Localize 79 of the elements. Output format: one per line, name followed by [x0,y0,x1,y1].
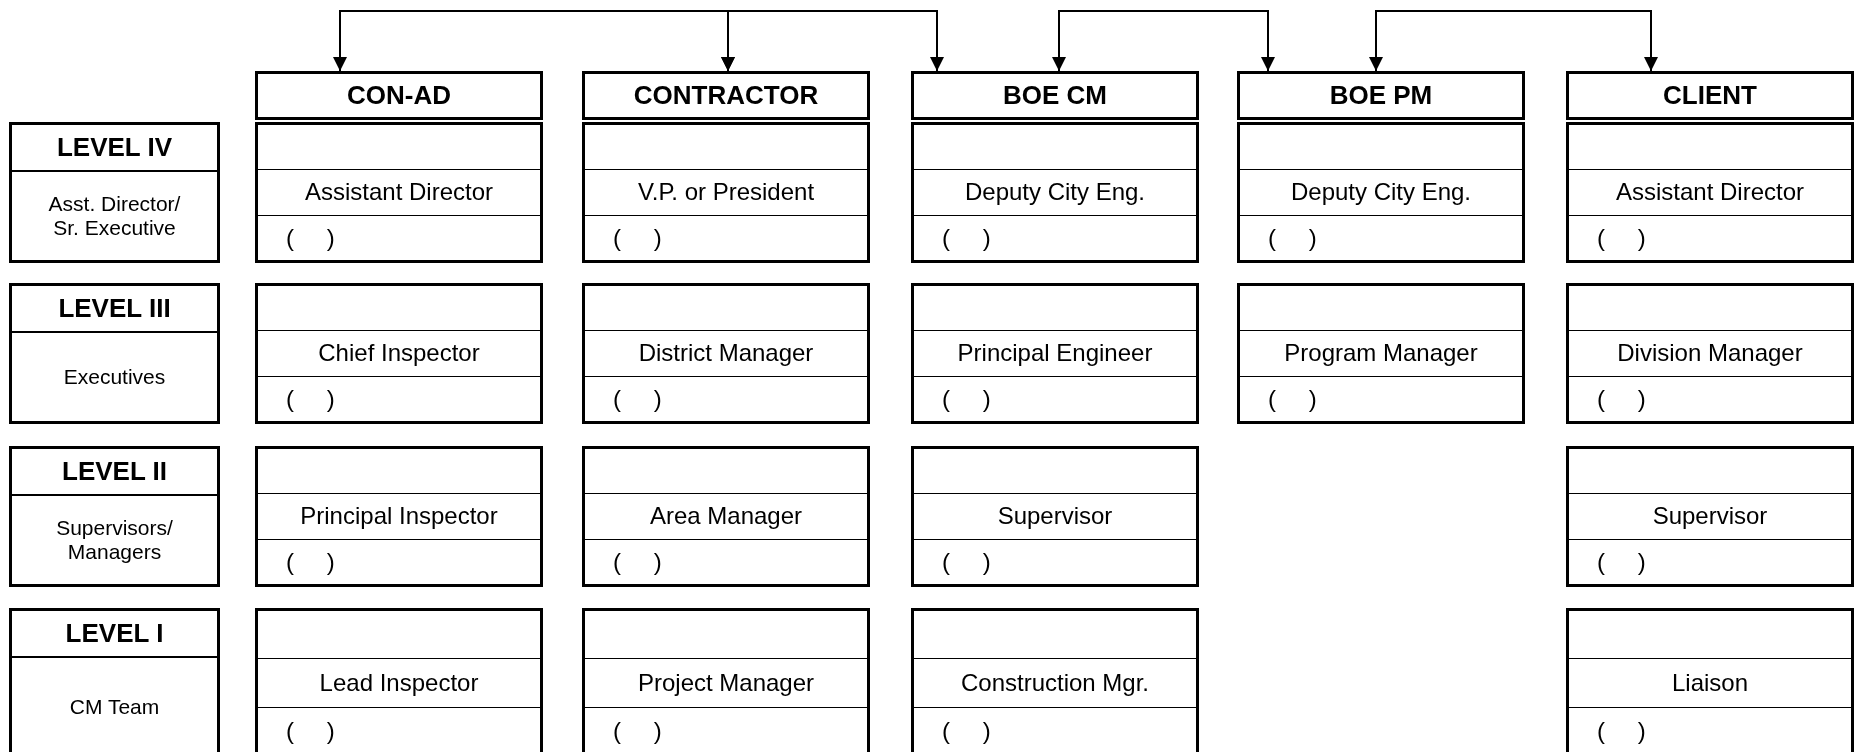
level-title: LEVEL II [62,456,167,487]
name-blank: ( ) [1268,223,1317,252]
position-title: Construction Mgr. [960,669,1150,697]
position-box [582,283,870,424]
column-header: BOE CM [1003,80,1107,111]
column-header: CON-AD [347,80,451,111]
position-title: Program Manager [1284,339,1478,368]
name-blank: ( ) [1597,547,1646,576]
position-title: Principal Engineer [957,339,1153,368]
name-blank: ( ) [613,547,662,576]
level-box [9,608,220,752]
name-blank: ( ) [286,223,335,252]
position-title: Project Manager [637,669,815,697]
position-title: Liaison [1671,669,1749,697]
name-blank: ( ) [942,547,991,576]
column-header-box [911,71,1199,120]
level-title: LEVEL IV [56,132,173,163]
position-title: Supervisor [997,502,1113,531]
position-box [911,283,1199,424]
level-title: LEVEL III [58,293,171,324]
level-box [9,446,220,587]
connector-arrow [721,10,944,72]
name-blank: ( ) [942,223,991,252]
position-title: Area Manager [649,502,803,531]
name-blank: ( ) [613,384,662,413]
position-box [911,122,1199,263]
column-header-box [582,71,870,120]
position-title: Division Manager [1617,339,1803,368]
name-blank: ( ) [942,717,991,746]
position-title: District Manager [638,339,814,368]
position-title: Principal Inspector [300,502,498,531]
position-title: Assistant Director [304,178,494,207]
position-box [1237,122,1525,263]
column-header-box [1566,71,1854,120]
level-description: CM Team [69,694,160,719]
connector-arrow [1369,10,1658,72]
name-blank: ( ) [613,223,662,252]
name-blank: ( ) [286,384,335,413]
position-box [255,122,543,263]
name-blank: ( ) [286,547,335,576]
column-header: CLIENT [1663,80,1757,111]
name-blank: ( ) [286,717,335,746]
level-box [9,283,220,424]
column-header: BOE PM [1329,80,1433,111]
name-blank: ( ) [1597,384,1646,413]
position-box [1237,283,1525,424]
position-box [255,283,543,424]
position-title: V.P. or President [637,178,815,207]
column-header-box [1237,71,1525,120]
name-blank: ( ) [1597,717,1646,746]
position-box [911,608,1199,752]
position-box [911,446,1199,587]
level-description: Supervisors/ Managers [55,516,174,564]
position-box [1566,283,1854,424]
level-description: Executives [63,365,166,389]
position-title: Chief Inspector [318,339,480,368]
connector-arrow [1052,10,1275,72]
position-title: Supervisor [1652,502,1768,531]
position-box [1566,446,1854,587]
level-description: Asst. Director/ Sr. Executive [47,192,182,240]
position-title: Deputy City Eng. [1290,178,1472,207]
position-box [582,608,870,752]
name-blank: ( ) [1268,384,1317,413]
level-box [9,122,220,263]
position-title: Lead Inspector [319,669,479,697]
position-box [582,122,870,263]
column-header-box [255,71,543,120]
position-box [255,608,543,752]
position-title: Assistant Director [1615,178,1805,207]
position-box [1566,608,1854,752]
position-title: Deputy City Eng. [964,178,1146,207]
level-title: LEVEL I [65,618,164,649]
name-blank: ( ) [613,717,662,746]
position-box [1566,122,1854,263]
name-blank: ( ) [1597,223,1646,252]
name-blank: ( ) [942,384,991,413]
column-header: CONTRACTOR [633,80,819,111]
position-box [582,446,870,587]
position-box [255,446,543,587]
